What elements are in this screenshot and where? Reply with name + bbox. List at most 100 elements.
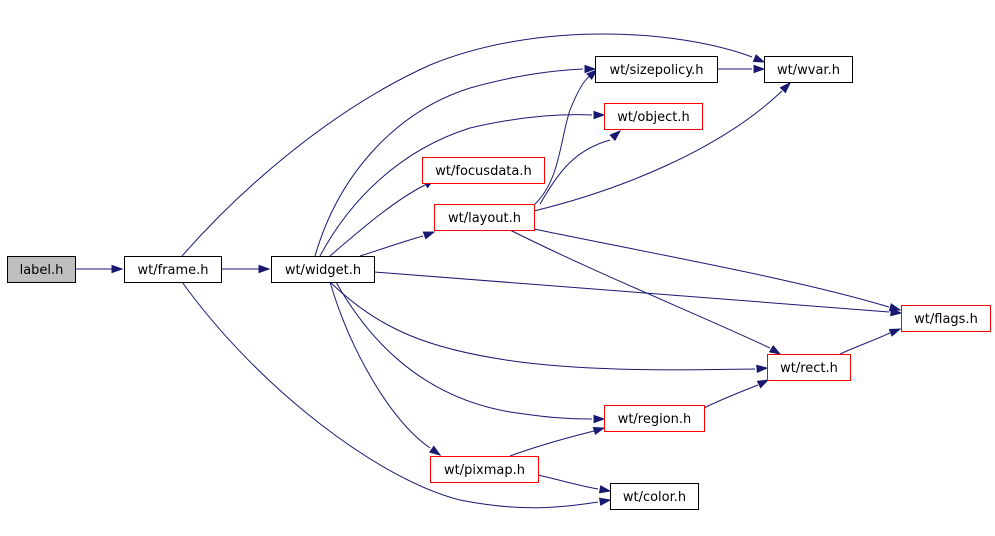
node-frame: wt/frame.h [124,256,222,283]
arrowhead-icon [586,69,599,81]
node-color: wt/color.h [610,483,699,510]
arrowhead-icon [258,264,271,274]
edge-layout-to-flags [533,228,902,312]
node-label: wt/color.h [623,490,686,505]
edges-layer [75,33,903,509]
arrowhead-icon [584,64,597,74]
node-label: wt/focusdata.h [435,164,531,179]
node-box [604,103,703,130]
node-label: wt/frame.h [137,263,208,278]
arrowhead-icon [753,64,766,74]
edge-line [359,235,424,257]
arrowhead-icon [888,303,902,312]
edge-layout-to-sizepolicy [534,69,599,205]
edge-rect-to-flags [839,328,902,355]
arrowhead-icon [111,264,124,274]
edge-frame-to-color [181,281,612,509]
node-label: label.h [20,263,64,278]
node-box [271,256,375,283]
node-focusdata[interactable]: wt/focusdata.h [422,157,545,184]
arrowhead-icon [752,54,766,63]
node-box [124,256,222,283]
edge-line [533,228,890,308]
node-box [610,483,699,510]
edge-layout-to-object [539,129,622,205]
node-label: wt/widget.h [285,263,361,278]
edge-line [335,281,593,420]
edge-line [329,281,431,449]
node-label: wt/layout.h [448,211,521,226]
arrowhead-icon [598,485,612,494]
edge-region-to-rect [703,379,770,409]
edge-widget-to-focusdata [329,178,436,257]
node-box [430,456,539,483]
edge-line [329,281,756,371]
edge-label-to-frame [75,264,124,274]
arrowhead-icon [428,445,442,456]
edge-frame-to-wvar [181,33,766,257]
node-box [604,405,705,432]
edge-line [703,384,759,409]
edge-line [533,90,783,212]
arrowhead-icon [888,328,902,337]
edge-line [314,68,584,257]
node-box [422,157,545,184]
edge-sizepolicy-to-wvar [717,64,766,74]
arrowhead-icon [593,110,606,120]
node-sizepolicy: wt/sizepolicy.h [595,56,718,83]
edge-line [509,229,771,349]
edge-line [539,139,611,205]
arrowhead-icon [779,81,792,94]
node-label: wt/region.h [618,412,692,427]
node-label: label.h [7,256,76,283]
node-box [901,305,991,332]
edge-line [319,114,593,257]
edge-frame-to-widget [221,264,271,274]
arrowhead-icon [768,344,782,355]
arrowhead-icon [598,497,612,506]
node-label: wt/pixmap.h [444,463,525,478]
nodes-layer: label.h wt/frame.h wt/widget.h wt/sizepolic… [7,56,991,510]
node-rect[interactable]: wt/rect.h [767,354,851,381]
edge-line [181,33,753,257]
node-label: wt/flags.h [914,312,978,327]
arrowhead-icon [592,426,606,436]
arrowhead-icon [609,129,622,142]
node-region[interactable]: wt/region.h [604,405,705,432]
node-box [767,354,851,381]
node-label: wt/sizepolicy.h [609,63,703,78]
arrowhead-icon [756,364,769,374]
edge-line [537,474,599,490]
node-label: wt/wvar.h [777,63,840,78]
edge-line [181,281,599,509]
edge-pixmap-to-color [537,474,612,494]
edge-line [509,430,595,457]
edge-widget-to-flags [373,271,903,317]
node-layout[interactable]: wt/layout.h [434,204,535,231]
node-label: wt/object.h [617,110,690,125]
node-box [595,56,718,83]
node-wvar: wt/wvar.h [764,56,853,83]
node-box [764,56,853,83]
edge-widget-to-pixmap [329,281,442,456]
edge-layout-to-wvar [533,81,792,212]
edge-line [329,184,426,257]
node-pixmap[interactable]: wt/pixmap.h [430,456,539,483]
node-object[interactable]: wt/object.h [604,103,703,130]
edge-line [839,332,891,355]
node-widget: wt/widget.h [271,256,375,283]
arrowhead-icon [593,414,606,424]
edge-widget-to-region [335,281,606,424]
edge-line [373,271,890,313]
edge-line [534,75,591,205]
edge-widget-to-sizepolicy [314,64,597,257]
node-box [7,256,76,283]
edge-widget-to-rect [329,281,769,374]
node-box [434,204,535,231]
edge-widget-to-object [319,110,606,257]
edge-layout-to-rect [509,229,782,355]
node-flags[interactable]: wt/flags.h [901,305,991,332]
arrowhead-icon [422,231,436,240]
arrowhead-icon [756,379,770,389]
